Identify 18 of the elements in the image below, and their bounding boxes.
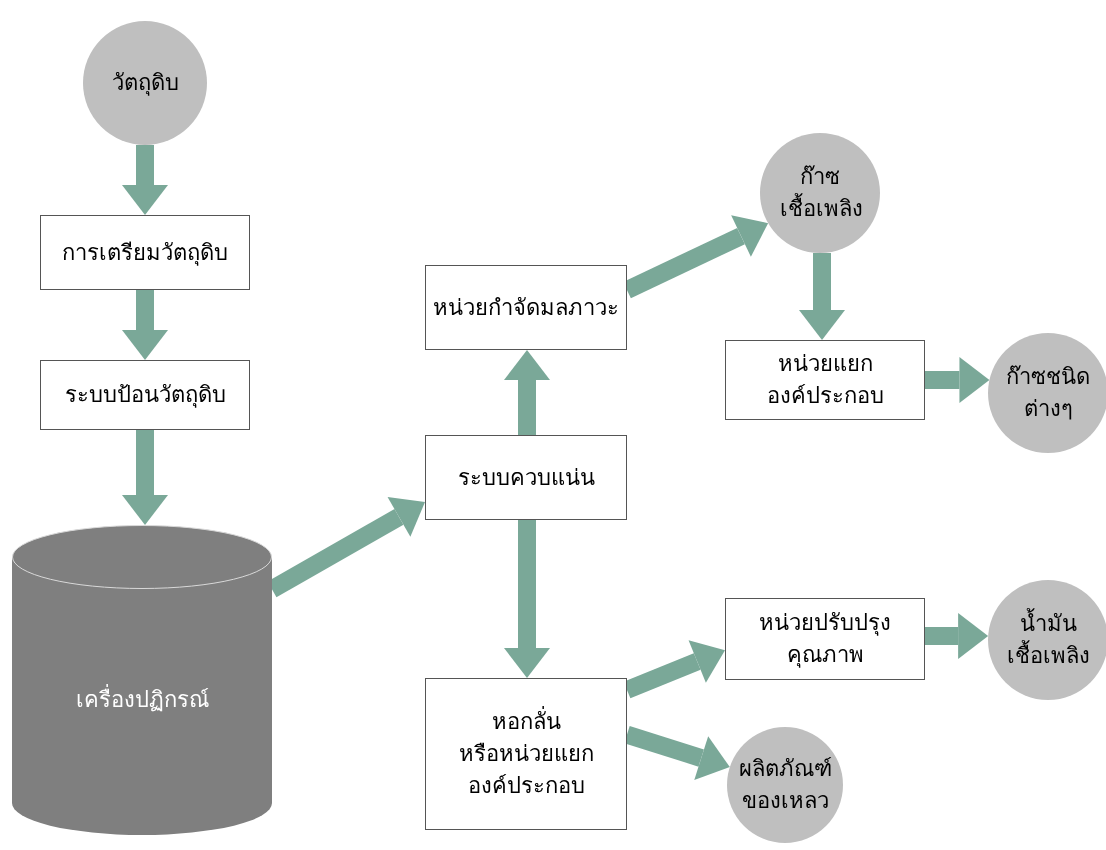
block-arrow [122, 145, 168, 215]
block-arrow [122, 290, 168, 360]
block-arrow [799, 252, 845, 340]
process-box: หน่วยกำจัดมลภาวะ [425, 265, 627, 350]
block-arrow [504, 520, 550, 678]
process-box: หน่วยแยก องค์ประกอบ [725, 340, 925, 420]
process-box: หอกลั่น หรือหน่วยแยก องค์ประกอบ [425, 678, 627, 830]
block-arrow [122, 430, 168, 525]
process-box: ระบบป้อนวัตถุดิบ [40, 360, 250, 430]
process-box: การเตรียมวัตถุดิบ [40, 215, 250, 290]
block-arrow [925, 357, 990, 403]
material-circle: ก๊าซ เชื้อเพลิง [760, 133, 880, 253]
material-circle: ผลิตภัณฑ์ ของเหลว [727, 727, 843, 843]
block-arrow [504, 350, 550, 435]
material-circle: วัตถุดิบ [83, 21, 207, 145]
process-box: หน่วยปรับปรุง คุณภาพ [725, 598, 925, 680]
process-box: ระบบควบแน่น [425, 435, 627, 520]
block-arrow [925, 613, 989, 659]
